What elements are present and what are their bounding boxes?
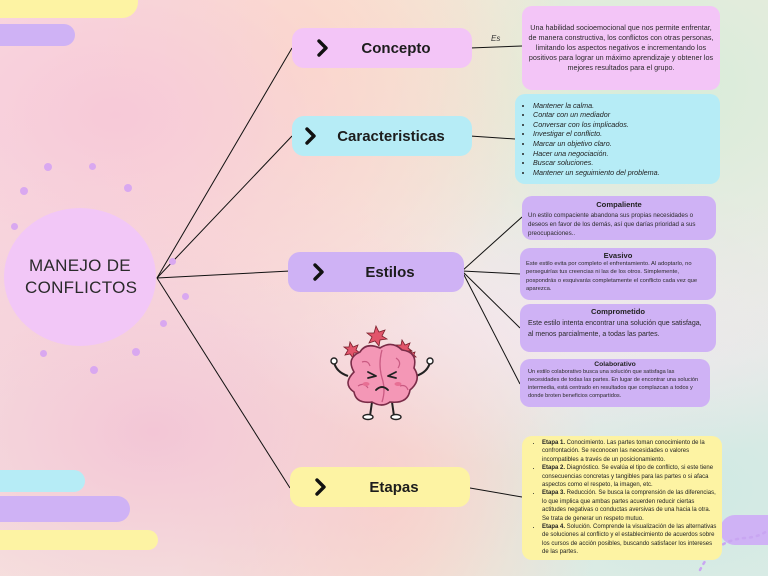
stage-label: Etapa 2.: [542, 465, 566, 472]
branch-etapas-label: Etapas: [369, 478, 419, 496]
concepto-definition-text: Una habilidad socioemocional que nos per…: [528, 23, 714, 72]
caracteristicas-list-box: Mantener la calma. Contar con un mediado…: [515, 94, 720, 184]
list-item: Hacer una negociación.: [533, 149, 660, 159]
list-item: Contar con un mediador: [533, 110, 660, 120]
chevron-right-icon: [304, 478, 338, 496]
stage-label: Etapa 4.: [542, 524, 566, 531]
estilo-box-colaborativo: Colaborativo Un estilo colaborativo busc…: [520, 359, 710, 407]
stage-text: Diagnóstico. Se evalúa el tipo de confli…: [542, 465, 714, 489]
decor-yellow-bar-top: [0, 0, 138, 18]
decor-cyan-bar-bottom: [0, 470, 85, 492]
branch-estilos-label: Estilos: [365, 263, 415, 281]
estilo-title: Evasivo: [603, 251, 633, 260]
decor-purple-bar-right: [720, 515, 768, 545]
stage-label: Etapa 3.: [542, 490, 566, 497]
estilo-title: Comprometido: [591, 307, 645, 316]
branch-concepto[interactable]: Concepto: [292, 28, 472, 68]
branch-caracteristicas[interactable]: Caracteristicas: [292, 116, 472, 156]
chevron-right-icon: [302, 263, 336, 281]
branch-etapas[interactable]: Etapas: [290, 467, 470, 507]
list-item: Etapa 3. Reducción. Se busca la comprens…: [542, 489, 718, 523]
list-item: Investigar el conflicto.: [533, 129, 660, 139]
estilo-box-compaliente: Compaliente Un estilo compaciente abando…: [522, 196, 716, 240]
central-topic: MANEJO DE CONFLICTOS: [4, 208, 156, 346]
branch-concepto-label: Concepto: [361, 39, 431, 57]
caracteristicas-list: Mantener la calma. Contar con un mediado…: [515, 101, 660, 178]
stage-text: Reducción. Se busca la comprensión de la…: [542, 490, 716, 522]
decor-yellow-bar-bottom: [0, 530, 158, 550]
list-item: Etapa 4. Solución. Comprende la visualiz…: [542, 523, 718, 557]
estilo-box-evasivo: Evasivo Este estilo evita por completo e…: [520, 248, 716, 300]
list-item: Marcar un objetivo claro.: [533, 139, 660, 149]
list-item: Buscar soluciones.: [533, 158, 660, 168]
central-topic-title: MANEJO DE CONFLICTOS: [25, 256, 138, 297]
stressed-brain-icon: [330, 324, 434, 421]
branch-caracteristicas-label: Caracteristicas: [337, 127, 445, 145]
concepto-definition-box: Una habilidad socioemocional que nos per…: [522, 6, 720, 90]
list-item: Conversar con los implicados.: [533, 120, 660, 130]
estilo-box-comprometido: Comprometido Este estilo intenta encontr…: [520, 304, 716, 352]
estilo-text: Un estilo compaciente abandona sus propi…: [528, 212, 696, 237]
stage-text: Solución. Comprende la visualización de …: [542, 524, 717, 556]
etapas-list: Etapa 1. Conocimiento. Las partes toman …: [528, 439, 718, 557]
stage-text: Conocimiento. Las partes toman conocimie…: [542, 440, 705, 463]
chevron-right-icon: [306, 39, 340, 57]
branch-estilos[interactable]: Estilos: [288, 252, 464, 292]
estilo-title: Compaliente: [596, 200, 642, 209]
list-item: Etapa 2. Diagnóstico. Se evalúa el tipo …: [542, 464, 718, 489]
estilo-text: Un estilo colaborativo busca una solució…: [528, 369, 699, 399]
list-item: Mantener la calma.: [533, 101, 660, 111]
stage-label: Etapa 1.: [542, 440, 566, 446]
list-item: Mantener un seguimiento del problema.: [533, 168, 660, 178]
decor-purple-bar-top: [0, 24, 75, 46]
list-item: Etapa 1. Conocimiento. Las partes toman …: [542, 439, 718, 464]
chevron-right-icon: [300, 127, 322, 145]
estilo-title: Colaborativo: [594, 361, 636, 368]
decor-purple-bar-bottom: [0, 496, 130, 522]
etapas-list-box: Etapa 1. Conocimiento. Las partes toman …: [522, 436, 722, 560]
connector-label: Es: [491, 34, 501, 43]
estilo-text: Este estilo intenta encontrar una soluci…: [528, 320, 702, 338]
estilo-text: Este estilo evita por completo el enfren…: [526, 261, 698, 293]
